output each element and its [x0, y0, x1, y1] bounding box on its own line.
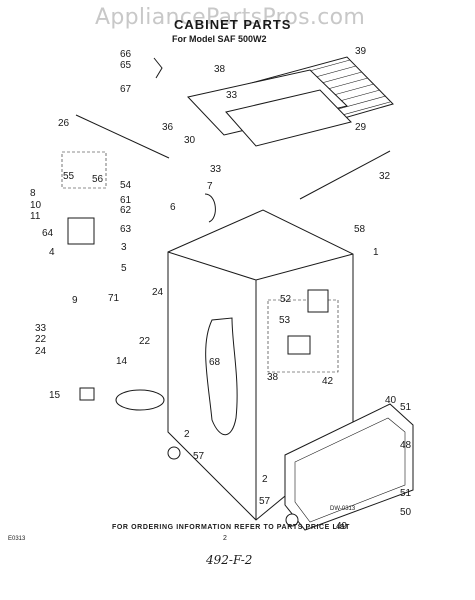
callout-49: 49 — [336, 521, 348, 532]
switch-52 — [307, 289, 329, 313]
callout-4: 4 — [49, 247, 55, 258]
caster-left — [167, 446, 181, 460]
rail-32 — [299, 150, 391, 200]
callout-2: 2 — [184, 429, 190, 440]
power-cord — [115, 389, 165, 411]
callout-33c: 33 — [35, 323, 47, 334]
handwritten-note: 492-F-2 — [206, 553, 253, 567]
front-panel — [284, 403, 414, 531]
callout-53: 53 — [279, 315, 291, 326]
callout-11: 11 — [30, 211, 41, 222]
callout-14: 14 — [116, 356, 128, 367]
callout-1: 1 — [373, 247, 379, 258]
ordering-note: FOR ORDERING INFORMATION REFER TO PARTS … — [112, 524, 351, 531]
callout-57: 57 — [193, 451, 205, 462]
callout-51: 51 — [400, 402, 412, 413]
callout-62: 62 — [120, 205, 132, 216]
callout-24: 24 — [152, 287, 164, 298]
page-subtitle: For Model SAF 500W2 — [172, 34, 267, 44]
callout-6: 6 — [170, 202, 176, 213]
cord-clamp — [79, 387, 95, 401]
callout-32: 32 — [379, 171, 391, 182]
callout-68: 68 — [209, 357, 221, 368]
bottom-sheet — [225, 89, 352, 147]
callout-54: 54 — [120, 180, 132, 191]
callout-24b: 24 — [35, 346, 47, 357]
callout-58: 58 — [354, 224, 366, 235]
callout-55: 55 — [63, 171, 75, 182]
callout-57b: 57 — [259, 496, 271, 507]
callout-56: 56 — [92, 174, 104, 185]
callout-26: 26 — [58, 118, 70, 129]
callout-33: 33 — [226, 90, 238, 101]
hose-66 — [153, 57, 163, 79]
callout-52: 52 — [280, 294, 292, 305]
callout-10: 10 — [30, 200, 42, 211]
control-box-outline — [267, 299, 339, 373]
callout-40: 40 — [385, 395, 397, 406]
rail-26 — [75, 114, 170, 159]
callout-7: 7 — [207, 181, 213, 192]
page-number: 2 — [223, 535, 227, 542]
switch-53 — [287, 335, 311, 355]
callout-22b: 22 — [35, 334, 47, 345]
callout-48: 48 — [400, 440, 412, 451]
callout-42: 42 — [322, 376, 334, 387]
bracket-7 — [204, 193, 216, 223]
callout-51b: 51 — [400, 488, 412, 499]
callout-33b: 33 — [210, 164, 222, 175]
callout-64: 64 — [42, 228, 54, 239]
callout-22: 22 — [139, 336, 151, 347]
callout-8: 8 — [30, 188, 36, 199]
callout-39: 39 — [355, 46, 367, 57]
callout-65: 65 — [120, 60, 132, 71]
caster-right — [285, 513, 299, 527]
side-cutout — [205, 317, 238, 436]
callout-36: 36 — [162, 122, 174, 133]
callout-29: 29 — [355, 122, 367, 133]
callout-9: 9 — [72, 295, 78, 306]
diagram-code: DW-0313 — [330, 506, 356, 512]
valve-body — [67, 217, 95, 245]
callout-30: 30 — [184, 135, 196, 146]
watermark: AppliancePartsPros.com — [95, 5, 366, 30]
footer-code: E0313 — [8, 536, 26, 542]
callout-3: 3 — [121, 242, 127, 253]
callout-5: 5 — [121, 263, 127, 274]
callout-67: 67 — [120, 84, 132, 95]
callout-2b: 2 — [262, 474, 268, 485]
callout-66: 66 — [120, 49, 132, 60]
callout-71: 71 — [108, 293, 120, 304]
callout-63: 63 — [120, 224, 132, 235]
callout-38b: 38 — [267, 372, 279, 383]
callout-38: 38 — [214, 64, 226, 75]
callout-61: 61 — [120, 195, 132, 206]
valve-box — [61, 151, 107, 189]
callout-15: 15 — [49, 390, 61, 401]
page-title: CABINET PARTS — [174, 17, 292, 32]
callout-50: 50 — [400, 507, 412, 518]
